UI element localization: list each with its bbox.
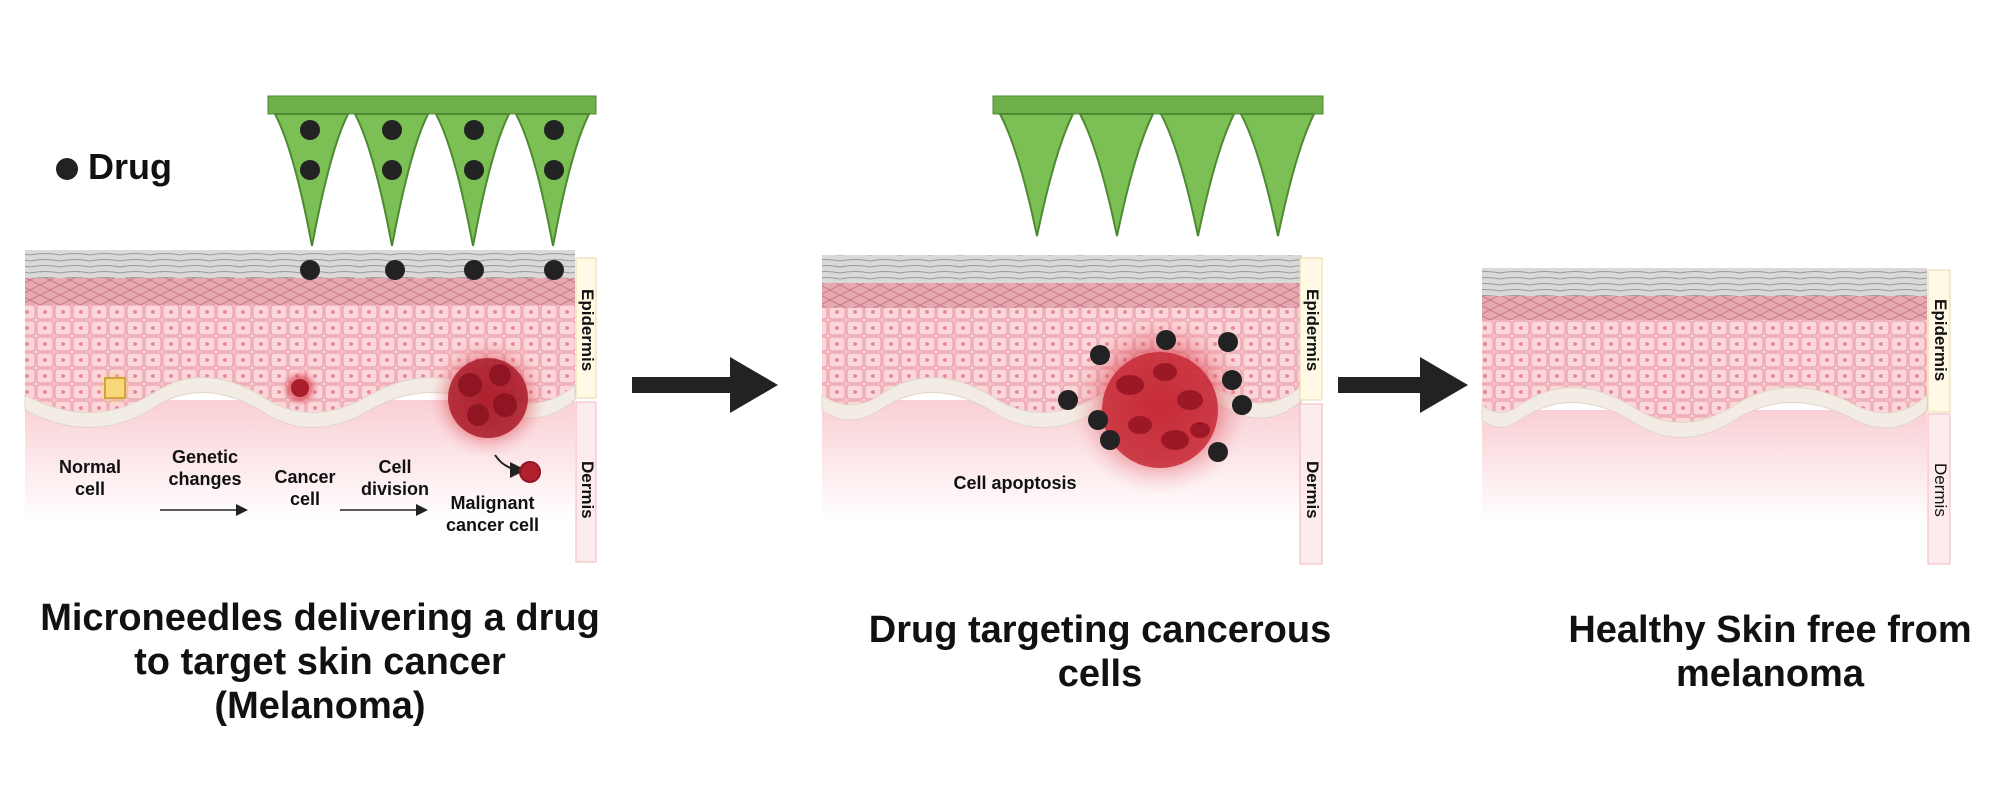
- flow-arrow-1: [632, 357, 778, 413]
- stage-cancer-cell: Cancer cell: [274, 467, 336, 509]
- stage-genetic-changes: Genetic changes: [168, 447, 242, 489]
- skin-panel-1: [24, 250, 597, 563]
- epidermis-label-2: Epidermis: [1303, 288, 1322, 372]
- drug-legend-label: Drug: [88, 146, 172, 187]
- microneedle-array-loaded: [267, 95, 597, 280]
- skin-panel-3: [1481, 268, 1951, 565]
- microneedle-array-empty: [992, 95, 1324, 237]
- flow-arrow-2: [1338, 357, 1468, 413]
- dermis-label-2: Dermis: [1303, 461, 1322, 519]
- stage-malignant-cancer-cell: Malignant cancer cell: [445, 493, 540, 535]
- drug-legend-icon: [56, 158, 78, 180]
- stage-normal-cell: Normal cell: [58, 457, 121, 499]
- epidermis-label-1: Epidermis: [578, 288, 597, 372]
- epidermis-label-3: Epidermis: [1931, 298, 1950, 382]
- stage-cell-division: Cell division: [360, 457, 429, 499]
- caption-panel-1: Microneedles delivering a drug to target…: [40, 597, 600, 727]
- dermis-label-1: Dermis: [578, 461, 597, 519]
- caption-panel-3: Healthy Skin free from melanoma: [1568, 609, 1972, 695]
- skin-panel-2: [821, 255, 1323, 565]
- cell-apoptosis-label: Cell apoptosis: [953, 473, 1077, 493]
- caption-panel-2: Drug targeting cancerous cells: [868, 609, 1332, 695]
- dermis-label-3: Dermis: [1931, 463, 1950, 517]
